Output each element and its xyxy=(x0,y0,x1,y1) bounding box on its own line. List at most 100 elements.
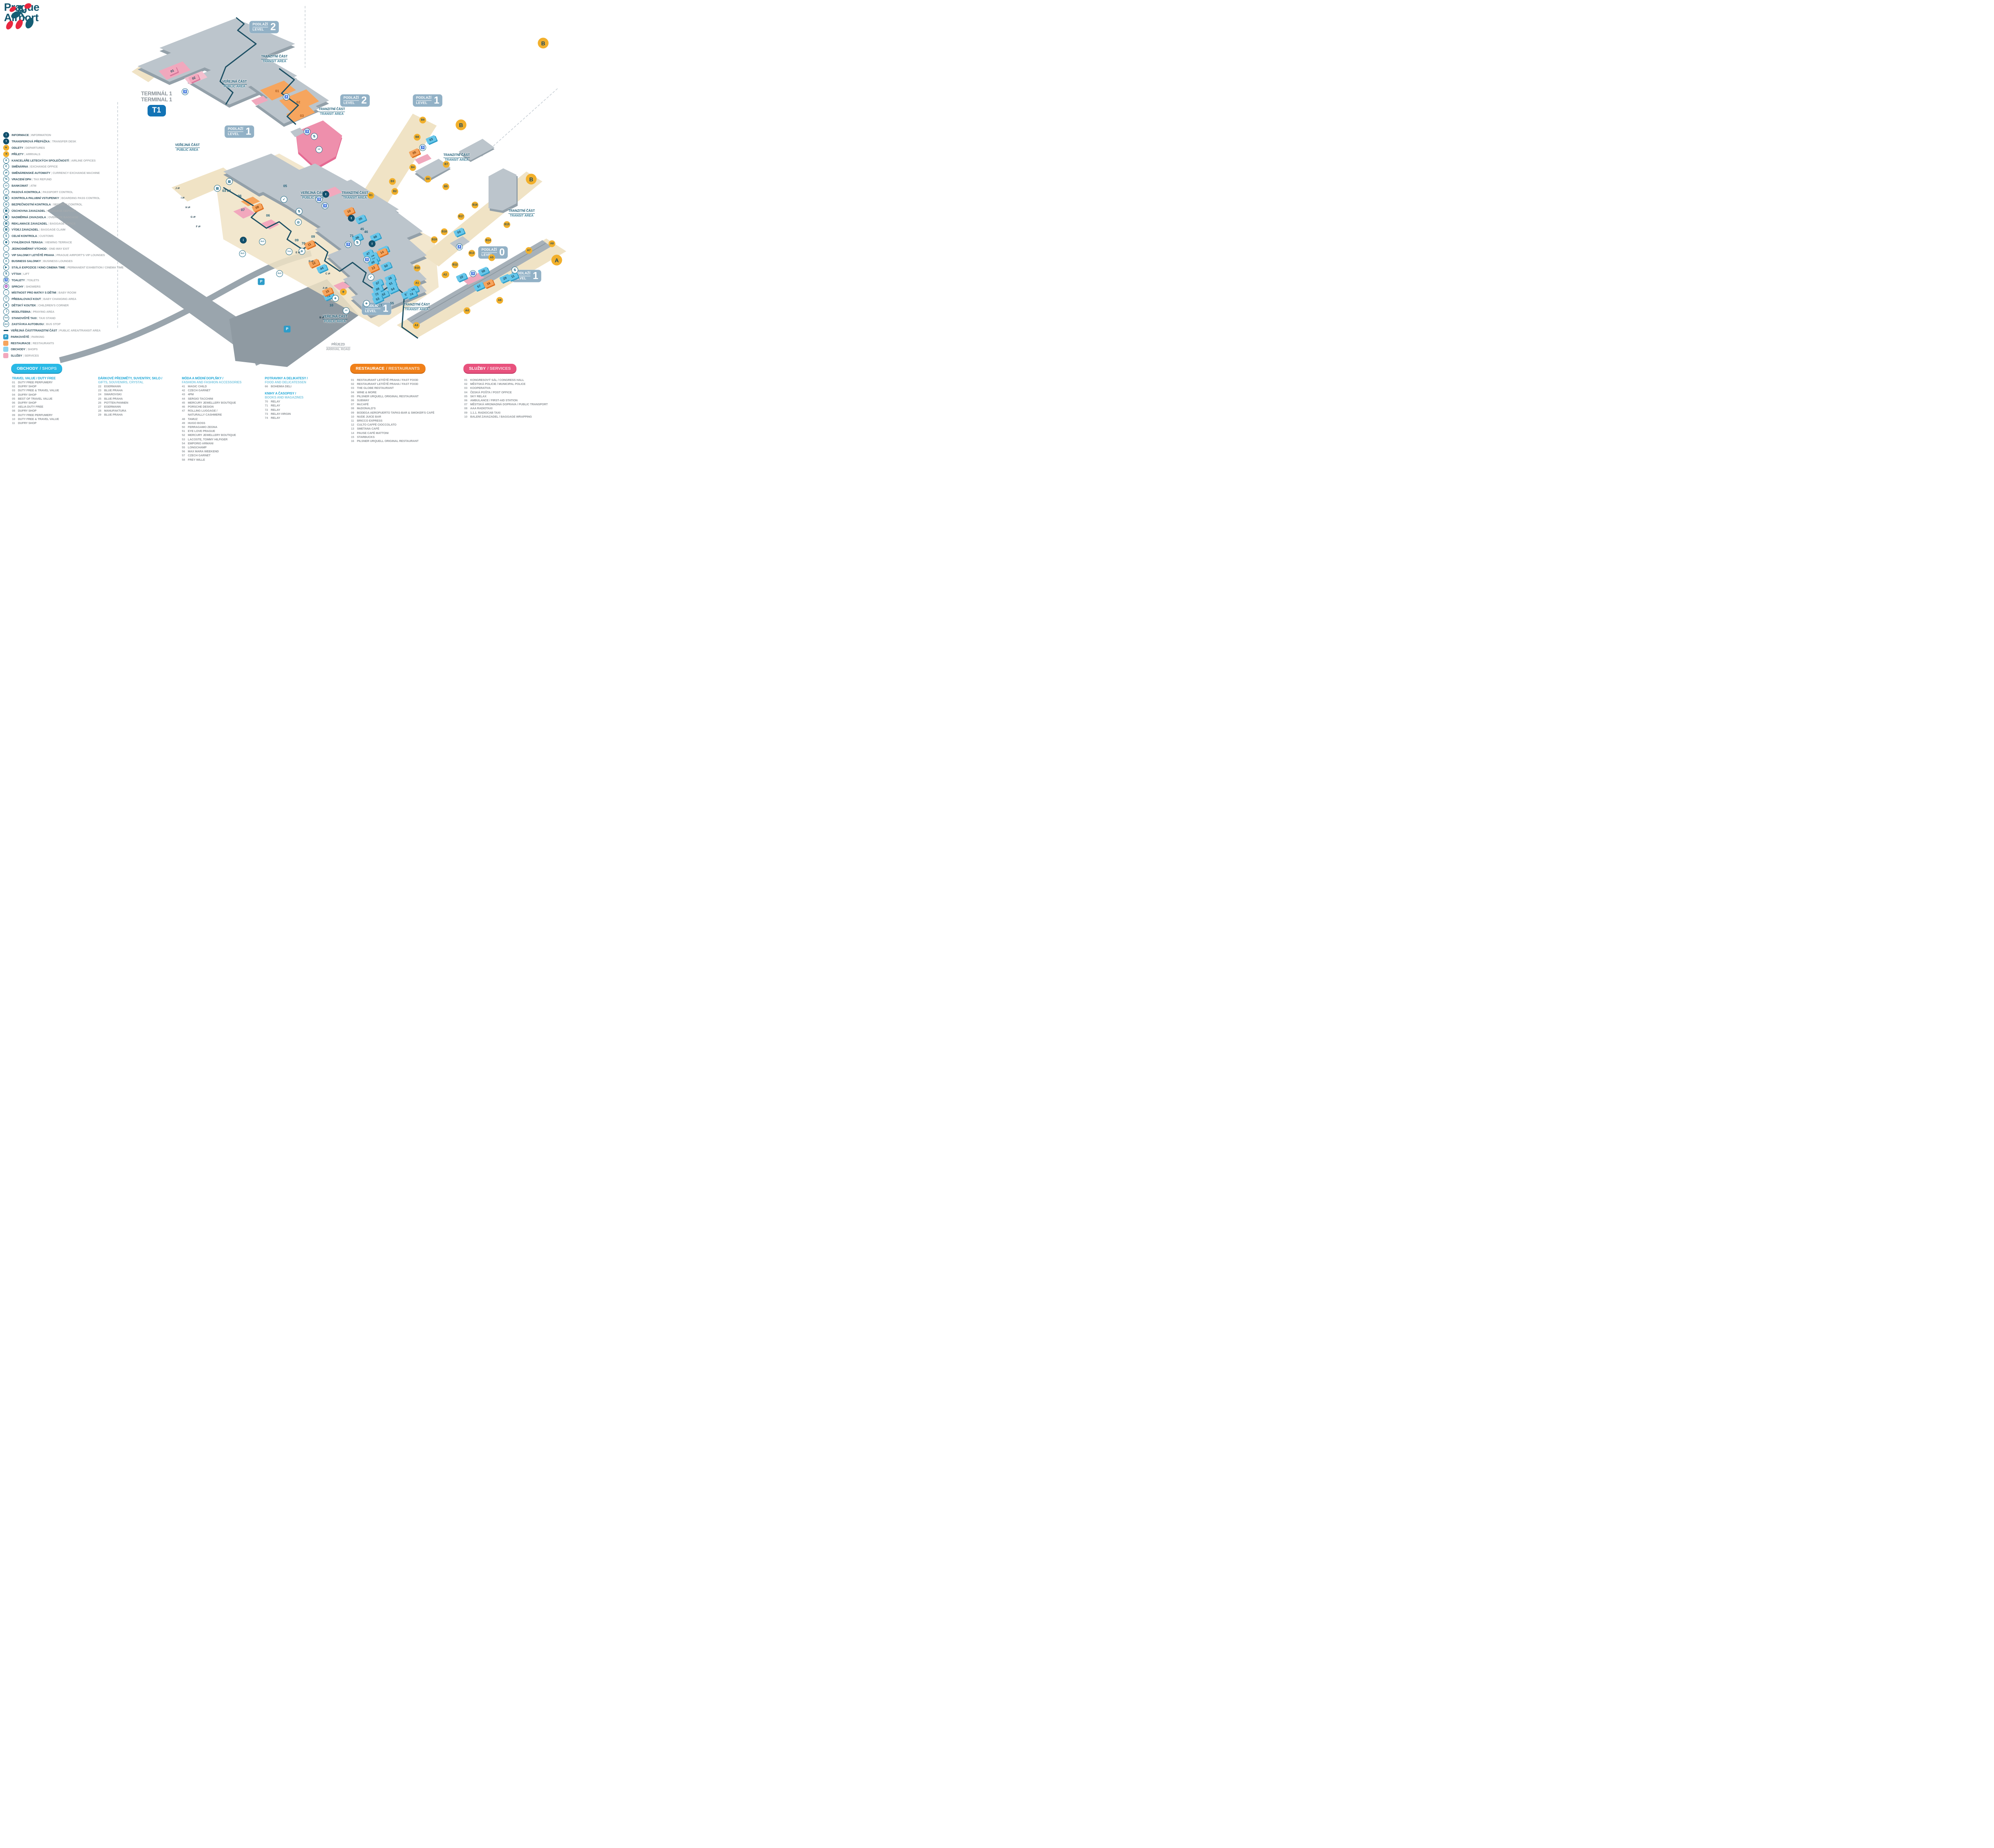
shops-header-czech: OBCHODY xyxy=(17,366,38,371)
shops-header-english: / SHOPS xyxy=(39,366,57,371)
boarding-icon: ▤ xyxy=(3,195,9,201)
gate-B4: B4 xyxy=(409,164,416,171)
baggage_claim-icon: ▨ xyxy=(226,178,233,185)
legend-item-passport: ✓PASOVÁ KONTROLA|PASSPORT CONTROL xyxy=(3,189,139,195)
legend-label: INFORMACE|INFORMATION xyxy=(12,133,51,137)
toilets-icon: ♿ xyxy=(321,202,329,209)
legend-label: BUSINESS SALONKY|BUSINESS LOUNGES xyxy=(12,259,73,263)
transfer-icon: t xyxy=(348,215,355,222)
legend-item-kids: ★DĚTSKÝ KOUTEK|CHILDREN'S CORNER xyxy=(3,302,139,309)
lift-icon: ⇅ xyxy=(354,239,361,246)
airline-icon: ✈ xyxy=(332,295,339,302)
toilets-icon: ♿ xyxy=(345,241,352,248)
unit-number-05: 05 xyxy=(283,184,287,188)
gate-B13: B13 xyxy=(468,250,475,257)
legend-item-praying: ☽MODLITEBNA|PRAYING AREA xyxy=(3,308,139,315)
legend-label: PŘEBALOVACÍ KOUT|BABY CHANGING AREA xyxy=(12,297,77,301)
legend-item-departures: ✈ODLETY|DEPARTURES xyxy=(2,144,139,152)
passport-icon: ✓ xyxy=(280,196,288,203)
lift-icon: ⇅ xyxy=(296,208,303,215)
departures-icon: ✈ xyxy=(2,144,10,152)
vip-icon: VIP xyxy=(3,252,9,258)
taxiway-letter-C: C ⇄ xyxy=(325,272,330,275)
services-header-pill: SLUŽBY / SERVICES xyxy=(463,364,516,373)
taxiway-letter-D: D ⇄ xyxy=(309,260,313,263)
legend-label: REKLAMACE ZAVAZADEL|BAGGAGE OFFICE xyxy=(12,221,76,225)
unit-number-07: 07 xyxy=(241,208,245,212)
gate-B3: B3 xyxy=(389,178,396,185)
shops-header-pill: OBCHODY / SHOPS xyxy=(11,364,63,373)
legend-label: RESTAURACE|RESTAURANTS xyxy=(11,341,54,345)
gate-B14: B14 xyxy=(485,237,492,244)
legend-label: ZASTÁVKA AUTOBUSU|BUS STOP xyxy=(12,322,61,326)
legend-label: CELNÍ KONTROLA|CUSTOMS xyxy=(12,234,54,238)
gate-A4: A4 xyxy=(463,307,471,314)
legend-label: BEZPEČNOSTNÍ KONTROLA|SECURITY CONTROL xyxy=(12,203,83,207)
unit-number-70: 70 xyxy=(301,241,305,245)
group-gap xyxy=(265,389,351,392)
services-header-czech: SLUŽBY xyxy=(469,366,486,371)
unit-number-71: 71 xyxy=(350,234,354,238)
gate-A1: A1 xyxy=(414,280,421,287)
toilets-icon: ♿ xyxy=(283,93,290,101)
unit-number-10: 10 xyxy=(329,303,333,307)
security-icon: ◎ xyxy=(295,219,302,226)
legend-item-business: ♨BUSINESS SALONKY|BUSINESS LOUNGES xyxy=(3,258,139,264)
taxiway-letter-J: J ⇄ xyxy=(175,187,180,190)
baby_changing-icon: ♡ xyxy=(3,296,9,302)
gate-A8: A8 xyxy=(548,240,556,247)
legend-label: KONTROLA PALUBNÍ VSTUPENKY|BOARDING PASS… xyxy=(12,196,100,200)
legend-label: TOALETY|TOILETS xyxy=(12,278,39,282)
passport-icon: ✓ xyxy=(3,189,9,195)
gate-B17: B17 xyxy=(457,213,465,220)
prague-airport-terminal1-map: Prague Airport TERMINÁL 1 TERMINAL 1 T1 … xyxy=(0,0,567,462)
departures-icon: ✈ xyxy=(340,288,347,296)
gate-B1: B1 xyxy=(367,192,374,199)
legend-label: OBCHODY|SHOPS xyxy=(11,347,38,351)
legend-label: MÍSTNOST PRO MATKY S DĚTMI|BABY ROOM xyxy=(12,291,77,295)
toilets-icon: ♿ xyxy=(456,243,463,250)
shops-column-2: DÁRKOVÉ PŘEDMĚTY, SUVENÝRY, SKLO /GIFTS,… xyxy=(98,377,184,420)
lift-icon: ⇅ xyxy=(311,133,318,140)
restaurants-header-english: / RESTAURANTS xyxy=(386,366,420,371)
legend-label: SMĚNÁRENSKÉ AUTOMATY|CURRENCY EXCHANGE M… xyxy=(12,171,100,175)
services-header-english: / SERVICES xyxy=(487,366,511,371)
toilets-icon: ♿ xyxy=(419,144,426,151)
bus-icon: BUS xyxy=(276,270,283,277)
taxi-icon: TAXI xyxy=(286,248,293,255)
shop-group-title: POTRAVINY A DELIKATESY /FOOD AND DELICAT… xyxy=(265,377,308,384)
legend-label: SLUŽBY|SERVICES xyxy=(11,354,39,358)
legend-item-airline: ✈KANCELÁŘE LETECKÝCH SPOLEČNOSTÍ|AIRLINE… xyxy=(3,157,139,164)
bus-icon: BUS xyxy=(3,321,9,327)
